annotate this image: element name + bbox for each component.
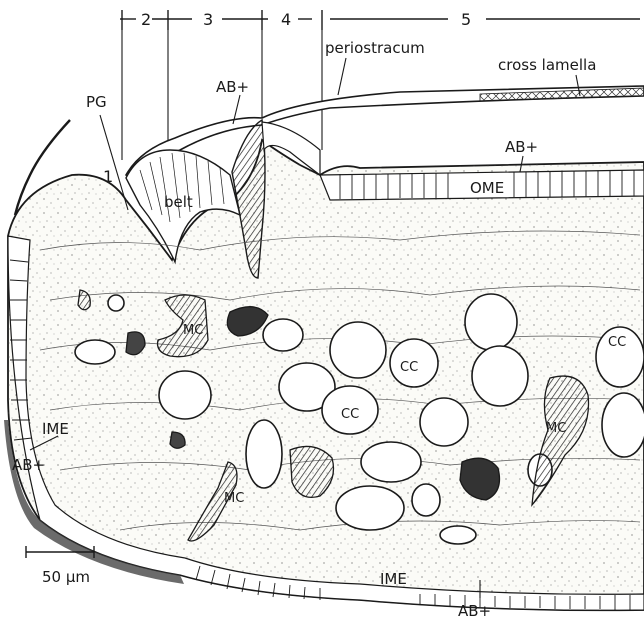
clear-cell [361, 442, 421, 482]
clear-cell [465, 294, 517, 350]
label-ab-plus-top: AB+ [216, 78, 249, 96]
label-ome: OME [470, 179, 504, 197]
label-ime-bottom: IME [380, 570, 407, 588]
label-mc-1: MC [183, 323, 203, 338]
label-cc-2: CC [341, 407, 359, 422]
label-ab-plus-left: AB+ [12, 456, 45, 474]
label-cross-lamella: cross lamella [498, 56, 596, 74]
label-belt: belt [164, 193, 193, 211]
clear-cell [108, 295, 124, 311]
label-cc-1: CC [400, 360, 418, 375]
clear-cell [420, 398, 468, 446]
clear-cell [440, 526, 476, 544]
scale-bar-label: 50 µm [42, 568, 90, 586]
clear-cell [159, 371, 211, 419]
label-pg: PG [86, 93, 107, 111]
zone-label-2: 2 [141, 10, 151, 29]
zone-label-3: 3 [203, 10, 213, 29]
clear-cell [336, 486, 404, 530]
clear-cell [263, 319, 303, 351]
clear-cell [75, 340, 115, 364]
label-ab-plus-ome: AB+ [505, 138, 538, 156]
label-ab-plus-bottom: AB+ [458, 602, 491, 620]
clear-cell [246, 420, 282, 488]
label-cc-3: CC [608, 335, 626, 350]
label-ime-left: IME [42, 420, 69, 438]
label-mc-2: MC [546, 421, 566, 436]
clear-cell [472, 346, 528, 406]
clear-cell [412, 484, 440, 516]
zone-label-4: 4 [281, 10, 291, 29]
label-mc-3: MC [224, 491, 244, 506]
clear-cell [602, 393, 644, 457]
label-periostracum: periostracum [325, 39, 425, 57]
clear-cell [330, 322, 386, 378]
zone-label-5: 5 [461, 10, 471, 29]
zone-dimension-line [120, 10, 640, 30]
